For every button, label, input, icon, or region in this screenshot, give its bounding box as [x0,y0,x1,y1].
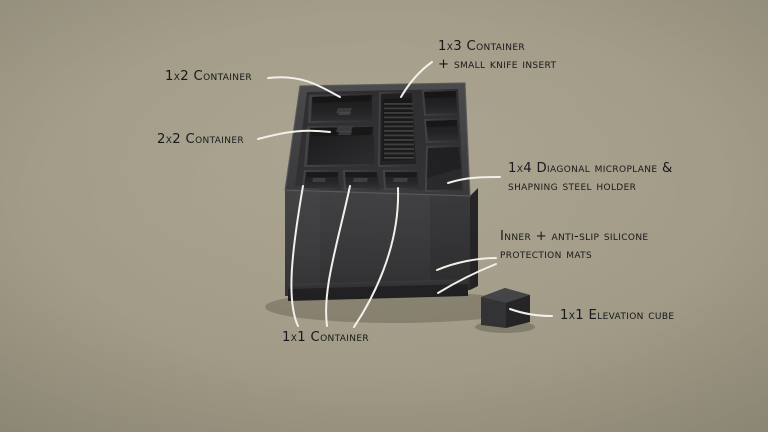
leader-silicone-mat-upper [436,257,497,271]
leader-1x4-microplane [447,176,501,184]
leader-1x3-knife-insert [400,61,433,98]
leader-1x2-container [267,76,341,98]
leader-1x1-container-left [290,185,304,327]
annotation-1x1-elevation-cube: 1x1 Elevation cube [560,308,675,323]
leader-silicone-mat-lower [437,263,497,294]
leader-1x1-container-right [353,187,400,328]
annotation-2x2-container: 2x2 Container [157,132,244,147]
leader-elevation-cube [509,308,553,317]
leader-2x2-container [257,129,331,140]
annotation-1x2-container: 1x2 Container [165,69,252,84]
leader-1x1-container-mid [325,185,351,327]
annotation-1x3-container-knife-insert: 1x3 Container + small knife insert [438,39,557,72]
annotation-1x1-container: 1x1 Container [282,330,369,345]
annotation-silicone-protection-mats: Inner + anti-slip silicone protection ma… [500,229,649,262]
annotation-1x4-diagonal-microplane-holder: 1x4 Diagonal microplane & shapning steel… [508,161,673,194]
